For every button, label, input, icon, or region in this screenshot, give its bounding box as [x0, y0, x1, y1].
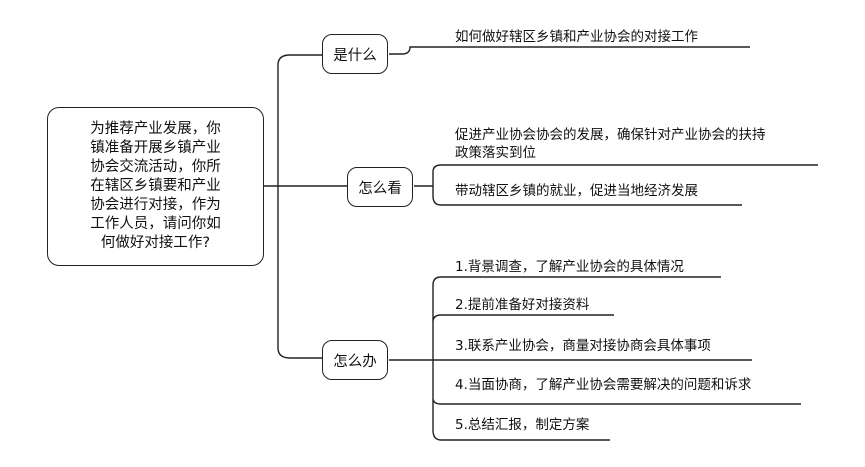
- branch-label: 怎么办: [333, 353, 377, 370]
- leaf-view-1: 促进产业协会协会的发展，确保针对产业协会的扶持 政策落实到位: [455, 126, 766, 162]
- link-root-spine: [264, 54, 347, 359]
- root-line: 协会交流活动，你所: [90, 159, 221, 175]
- leaf-how-1: 1.背景调查，了解产业协会的具体情况: [455, 259, 684, 275]
- leaf-how-2: 2.提前准备好对接资料: [455, 297, 590, 313]
- branch-what-node: 是什么: [322, 34, 388, 74]
- leaf-how-4: 4.当面协商，了解产业协会需要解决的问题和诉求: [455, 377, 752, 393]
- link-branch2-leaves: [414, 164, 818, 206]
- root-line: 协会进行对接，作为: [90, 197, 221, 213]
- leaf-line: 政策落实到位: [455, 145, 536, 161]
- leaf-what-1: 如何做好辖区乡镇和产业协会的对接工作: [455, 29, 698, 45]
- leaf-how-3: 3.联系产业协会，商量对接协商会具体事项: [455, 338, 711, 354]
- branch-how-node: 怎么办: [322, 340, 388, 380]
- root-line: 镇准备开展乡镇产业: [90, 140, 221, 156]
- link-branch1-leaf: [389, 46, 750, 55]
- leaf-how-5: 5.总结汇报，制定方案: [455, 417, 590, 433]
- root-line: 工作人员，请问你如: [90, 216, 221, 232]
- branch-view-node: 怎么看: [347, 167, 413, 207]
- link-branch3-leaves: [389, 276, 801, 441]
- leaf-view-2: 带动辖区乡镇的就业，促进当地经济发展: [455, 183, 698, 199]
- root-line: 何做好对接工作?: [100, 235, 211, 251]
- leaf-line: 促进产业协会协会的发展，确保针对产业协会的扶持: [455, 127, 766, 143]
- branch-label: 怎么看: [358, 180, 402, 197]
- branch-label: 是什么: [333, 47, 377, 64]
- root-line: 在辖区乡镇要和产业: [90, 178, 221, 194]
- root-line: 为推荐产业发展，你: [90, 121, 221, 137]
- root-question-node: 为推荐产业发展，你 镇准备开展乡镇产业 协会交流活动，你所 在辖区乡镇要和产业 …: [47, 107, 264, 266]
